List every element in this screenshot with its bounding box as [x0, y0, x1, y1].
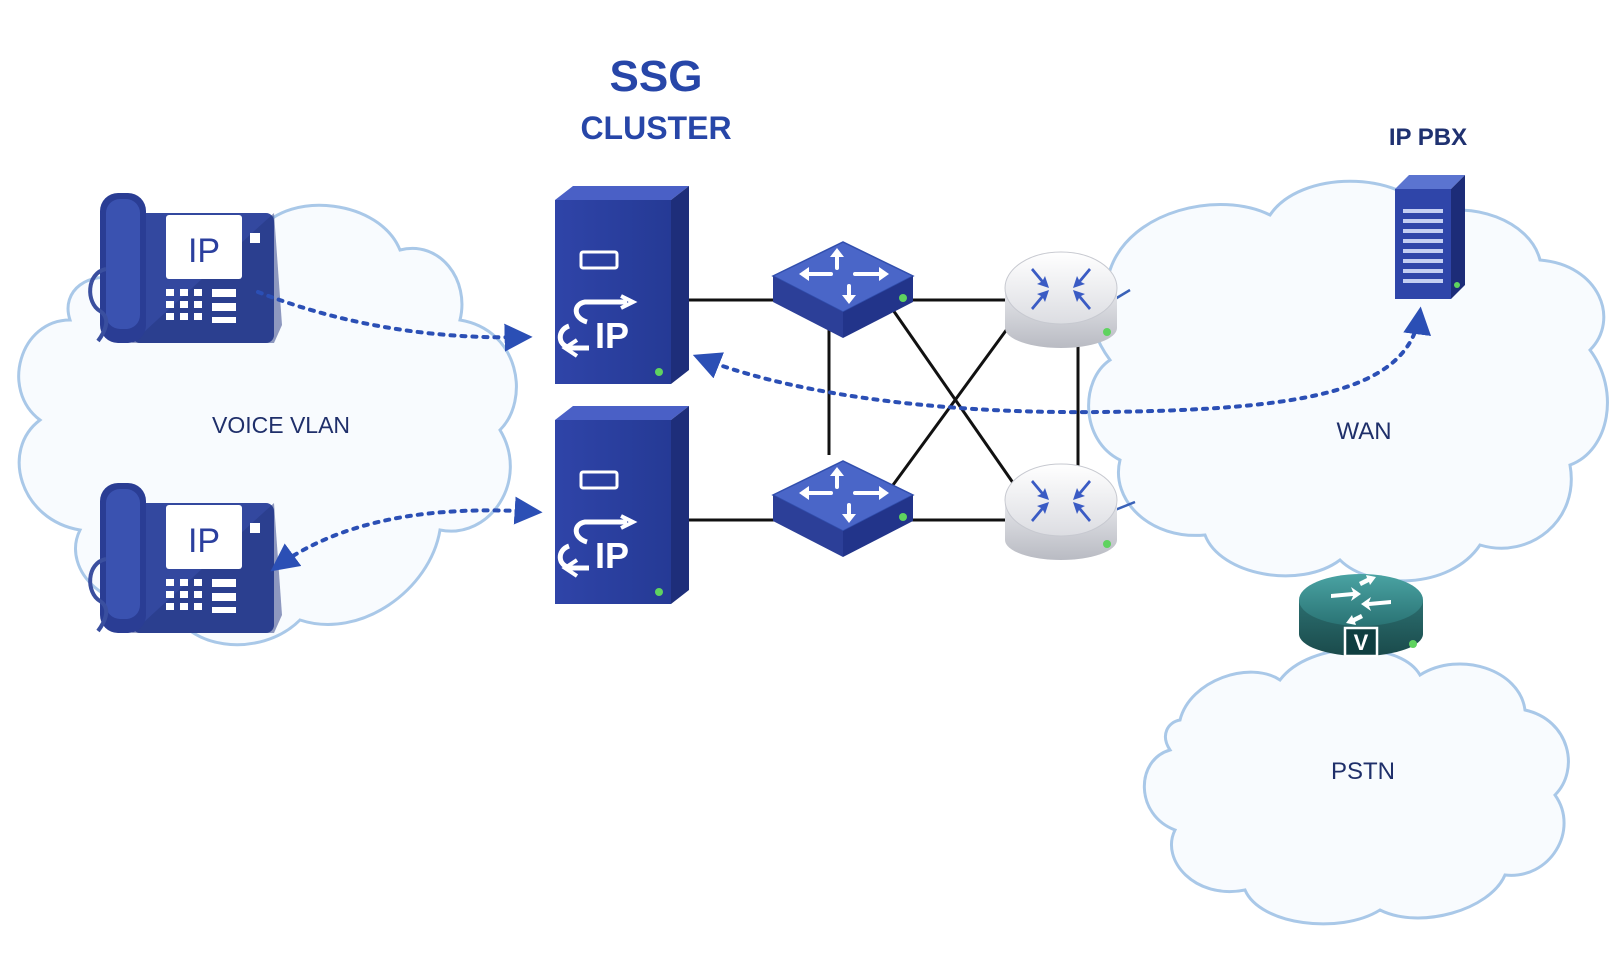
ip-phone-2[interactable]: IP [88, 481, 285, 635]
sip-server-1-text: IP [595, 315, 629, 356]
voice-gateway-badge [1343, 626, 1379, 658]
voice-gateway-badge-text: V [1354, 630, 1369, 655]
pstn-cloud [1142, 647, 1570, 926]
wan-cloud [1087, 179, 1609, 583]
voice-gateway-router[interactable]: V [1299, 574, 1423, 658]
ip-pbx-server[interactable] [1395, 175, 1465, 299]
pstn-label: PSTN [1330, 758, 1396, 785]
ip-pbx-label: IP PBX [1388, 124, 1468, 151]
sip-server-1[interactable]: IP [555, 186, 689, 384]
router-1[interactable] [1004, 251, 1118, 349]
cluster-subtitle: CLUSTER [580, 110, 732, 146]
signal-pbx-to-sip1 [692, 306, 1432, 415]
phone-1-screen-text: IP [188, 232, 220, 270]
signal-phone2-sip2 [270, 496, 543, 572]
switch-2[interactable] [771, 459, 915, 559]
voice-vlan-label: VOICE VLAN [211, 412, 351, 438]
signal-phone1-to-sip1 [256, 290, 533, 352]
router-2[interactable] [1004, 463, 1118, 561]
ssg-title: SSG [609, 52, 703, 101]
wan-label: WAN [1336, 418, 1392, 445]
sip-server-2-text: IP [595, 535, 629, 576]
ip-phone-1[interactable]: IP [88, 191, 285, 345]
phone-2-screen-text: IP [188, 522, 220, 560]
sip-server-2[interactable]: IP [555, 406, 689, 604]
switch-1[interactable] [771, 240, 915, 340]
